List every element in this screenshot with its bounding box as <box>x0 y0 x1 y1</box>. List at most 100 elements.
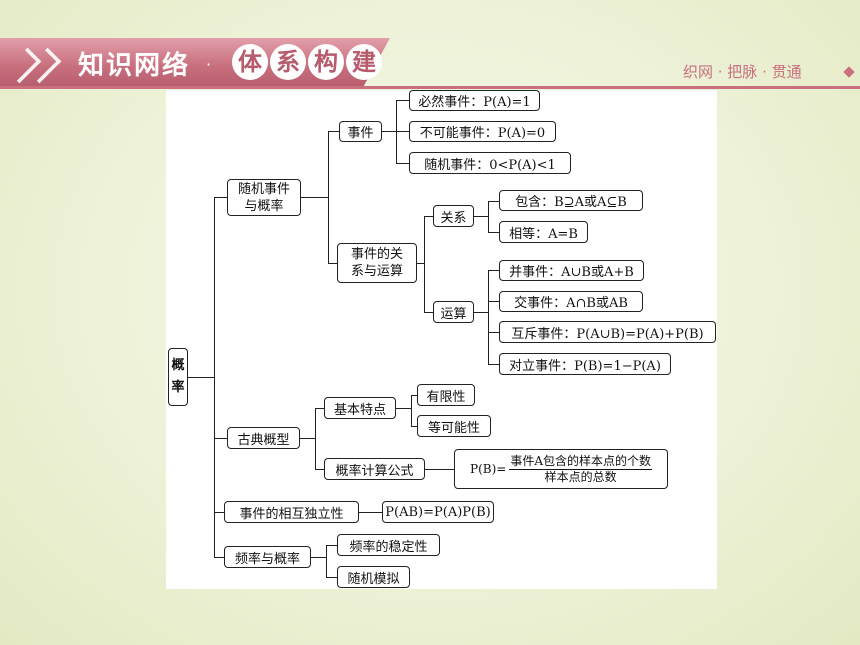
connector <box>214 438 227 439</box>
node-label: 随机事件与概率 <box>237 181 290 214</box>
connector <box>396 408 411 409</box>
banner-badges: 体 系 构 建 <box>232 44 382 80</box>
fraction-numerator: 事件A包含的样本点的个数 <box>509 453 652 470</box>
banner-separator: · <box>206 55 212 74</box>
connector <box>488 364 499 365</box>
node-label: 频率的稳定性 <box>349 539 428 555</box>
node-equal-likelihood: 等可能性 <box>417 415 491 437</box>
node-independence: 事件的相互独立性 <box>224 501 359 523</box>
connector <box>301 197 328 198</box>
connector <box>214 512 224 513</box>
node-label: P(AB)=P(A)P(B) <box>385 504 491 520</box>
connector <box>488 270 489 364</box>
node-label: 不可能事件：P(A)=0 <box>419 126 546 141</box>
node-label: 互斥事件：P(A∪B)=P(A)+P(B) <box>511 326 704 342</box>
connector <box>359 512 382 513</box>
concept-map: 概率 随机事件与概率 事件 必然事件：P(A)=1 不可能事件：P(A)=0 随… <box>166 90 717 589</box>
connector <box>425 469 454 470</box>
node-relations-operations: 事件的关系与运算 <box>337 243 417 283</box>
node-label: 事件的相互独立性 <box>239 506 344 522</box>
node-basic-features: 基本特点 <box>324 397 396 419</box>
section-banner: 知识网络 · 体 系 构 建 织网 · 把脉 · 贯通 <box>0 38 860 89</box>
node-certain-event: 必然事件：P(A)=1 <box>409 90 540 111</box>
node-operation: 运算 <box>433 301 474 323</box>
connector <box>411 426 417 427</box>
banner-underline <box>0 86 860 89</box>
node-event: 事件 <box>339 121 382 142</box>
node-label: 随机模拟 <box>347 571 400 587</box>
node-label: 并事件：A∪B或A+B <box>509 265 634 280</box>
connector <box>396 131 409 132</box>
connector <box>326 577 337 578</box>
node-independence-formula: P(AB)=P(A)P(B) <box>382 501 494 523</box>
badge-char: 构 <box>308 44 344 80</box>
connector <box>424 216 433 217</box>
diamond-icon <box>843 66 855 78</box>
node-label: 概率计算公式 <box>335 463 414 479</box>
connector <box>214 197 215 557</box>
connector <box>396 163 409 164</box>
connector <box>315 408 324 409</box>
node-frequency-stability: 频率的稳定性 <box>337 534 440 556</box>
connector <box>488 332 499 333</box>
node-frequency: 频率与概率 <box>224 546 311 568</box>
node-impossible-event: 不可能事件：P(A)=0 <box>409 121 556 142</box>
node-random-simulation: 随机模拟 <box>337 566 410 588</box>
connector <box>311 557 326 558</box>
connector <box>396 100 409 101</box>
badge-char: 体 <box>232 44 268 80</box>
connector <box>474 216 488 217</box>
node-label: 关系 <box>440 210 467 226</box>
connector <box>411 395 412 426</box>
banner-slogan: 织网 · 把脉 · 贯通 <box>683 63 802 81</box>
connector <box>474 312 488 313</box>
connector <box>488 201 499 202</box>
node-label: 概率 <box>171 358 185 395</box>
node-probability-formula: 概率计算公式 <box>324 458 425 480</box>
connector <box>417 263 424 264</box>
connector <box>214 557 224 558</box>
badge-char: 系 <box>270 44 306 80</box>
node-union: 并事件：A∪B或A+B <box>499 260 644 281</box>
connector <box>326 545 327 577</box>
connector <box>214 197 227 198</box>
connector <box>382 131 396 132</box>
banner-title: 知识网络 <box>78 51 191 81</box>
node-label: 包含：B⊇A或A⊆B <box>515 195 627 210</box>
fraction: 事件A包含的样本点的个数 样本点的总数 <box>509 454 652 485</box>
connector <box>315 408 316 469</box>
node-random-events: 随机事件与概率 <box>227 179 301 216</box>
connector <box>411 395 417 396</box>
node-classical-model: 古典概型 <box>227 427 300 449</box>
connector <box>326 545 337 546</box>
node-random-event-range: 随机事件：0<P(A)<1 <box>409 152 571 174</box>
node-label: 等可能性 <box>427 420 480 436</box>
node-label: 古典概型 <box>237 432 290 448</box>
node-label: 事件的关系与运算 <box>350 247 403 279</box>
node-intersection: 交事件：A∩B或AB <box>499 291 643 312</box>
node-inclusion: 包含：B⊇A或A⊆B <box>499 190 643 211</box>
connector <box>488 270 499 271</box>
badge-char: 建 <box>346 44 382 80</box>
node-label: 随机事件：0<P(A)<1 <box>424 157 556 173</box>
formula-lhs: P(B)= <box>470 462 507 476</box>
node-label: 事件 <box>347 126 374 141</box>
node-mutually-exclusive: 互斥事件：P(A∪B)=P(A)+P(B) <box>499 321 716 343</box>
node-label: 交事件：A∩B或AB <box>514 296 628 311</box>
node-relation: 关系 <box>433 205 474 227</box>
node-label: 有限性 <box>426 389 466 405</box>
connector <box>328 131 339 132</box>
connector <box>424 216 425 312</box>
node-root: 概率 <box>168 348 188 406</box>
node-label: 对立事件：P(B)=1−P(A) <box>509 358 661 374</box>
node-label: 必然事件：P(A)=1 <box>418 95 531 110</box>
connector <box>488 301 499 302</box>
connector <box>188 377 214 378</box>
connector <box>300 438 315 439</box>
node-label: 频率与概率 <box>234 551 300 567</box>
node-finiteness: 有限性 <box>417 384 475 406</box>
connector <box>328 131 329 263</box>
node-equality: 相等：A=B <box>499 221 588 243</box>
node-label: 运算 <box>440 306 467 322</box>
connector <box>328 263 337 264</box>
